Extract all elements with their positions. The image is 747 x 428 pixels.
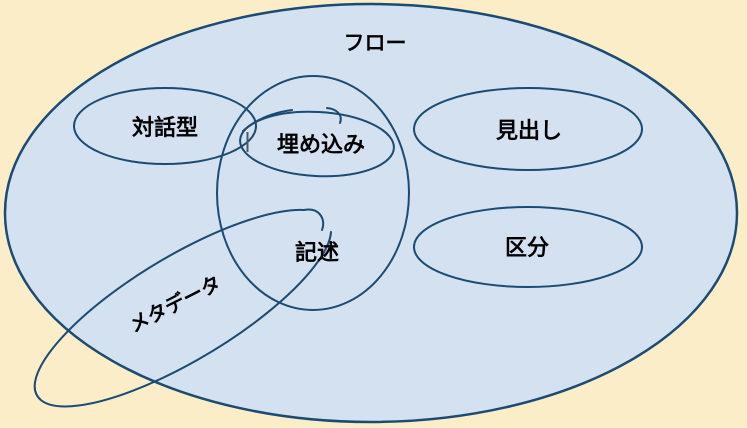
ellipse-metadata — [33, 208, 332, 408]
ellipse-interactive — [73, 87, 257, 165]
embedded-stroke-hook — [326, 107, 342, 124]
ellipse-embedded — [239, 110, 395, 178]
ellipse-description — [216, 75, 410, 311]
label-division: 区分 — [505, 235, 549, 260]
label-interactive: 対話型 — [132, 115, 198, 140]
ellipse-division — [413, 206, 643, 288]
label-flow: フロー — [344, 32, 407, 55]
label-heading: 見出し — [496, 118, 562, 143]
ellipse-heading — [413, 87, 643, 171]
embedded-sketch-arc — [242, 109, 293, 132]
label-embedded: 埋め込み — [277, 132, 365, 157]
outer-ellipse-flow — [3, 2, 739, 424]
label-description: 記述 — [295, 240, 339, 265]
